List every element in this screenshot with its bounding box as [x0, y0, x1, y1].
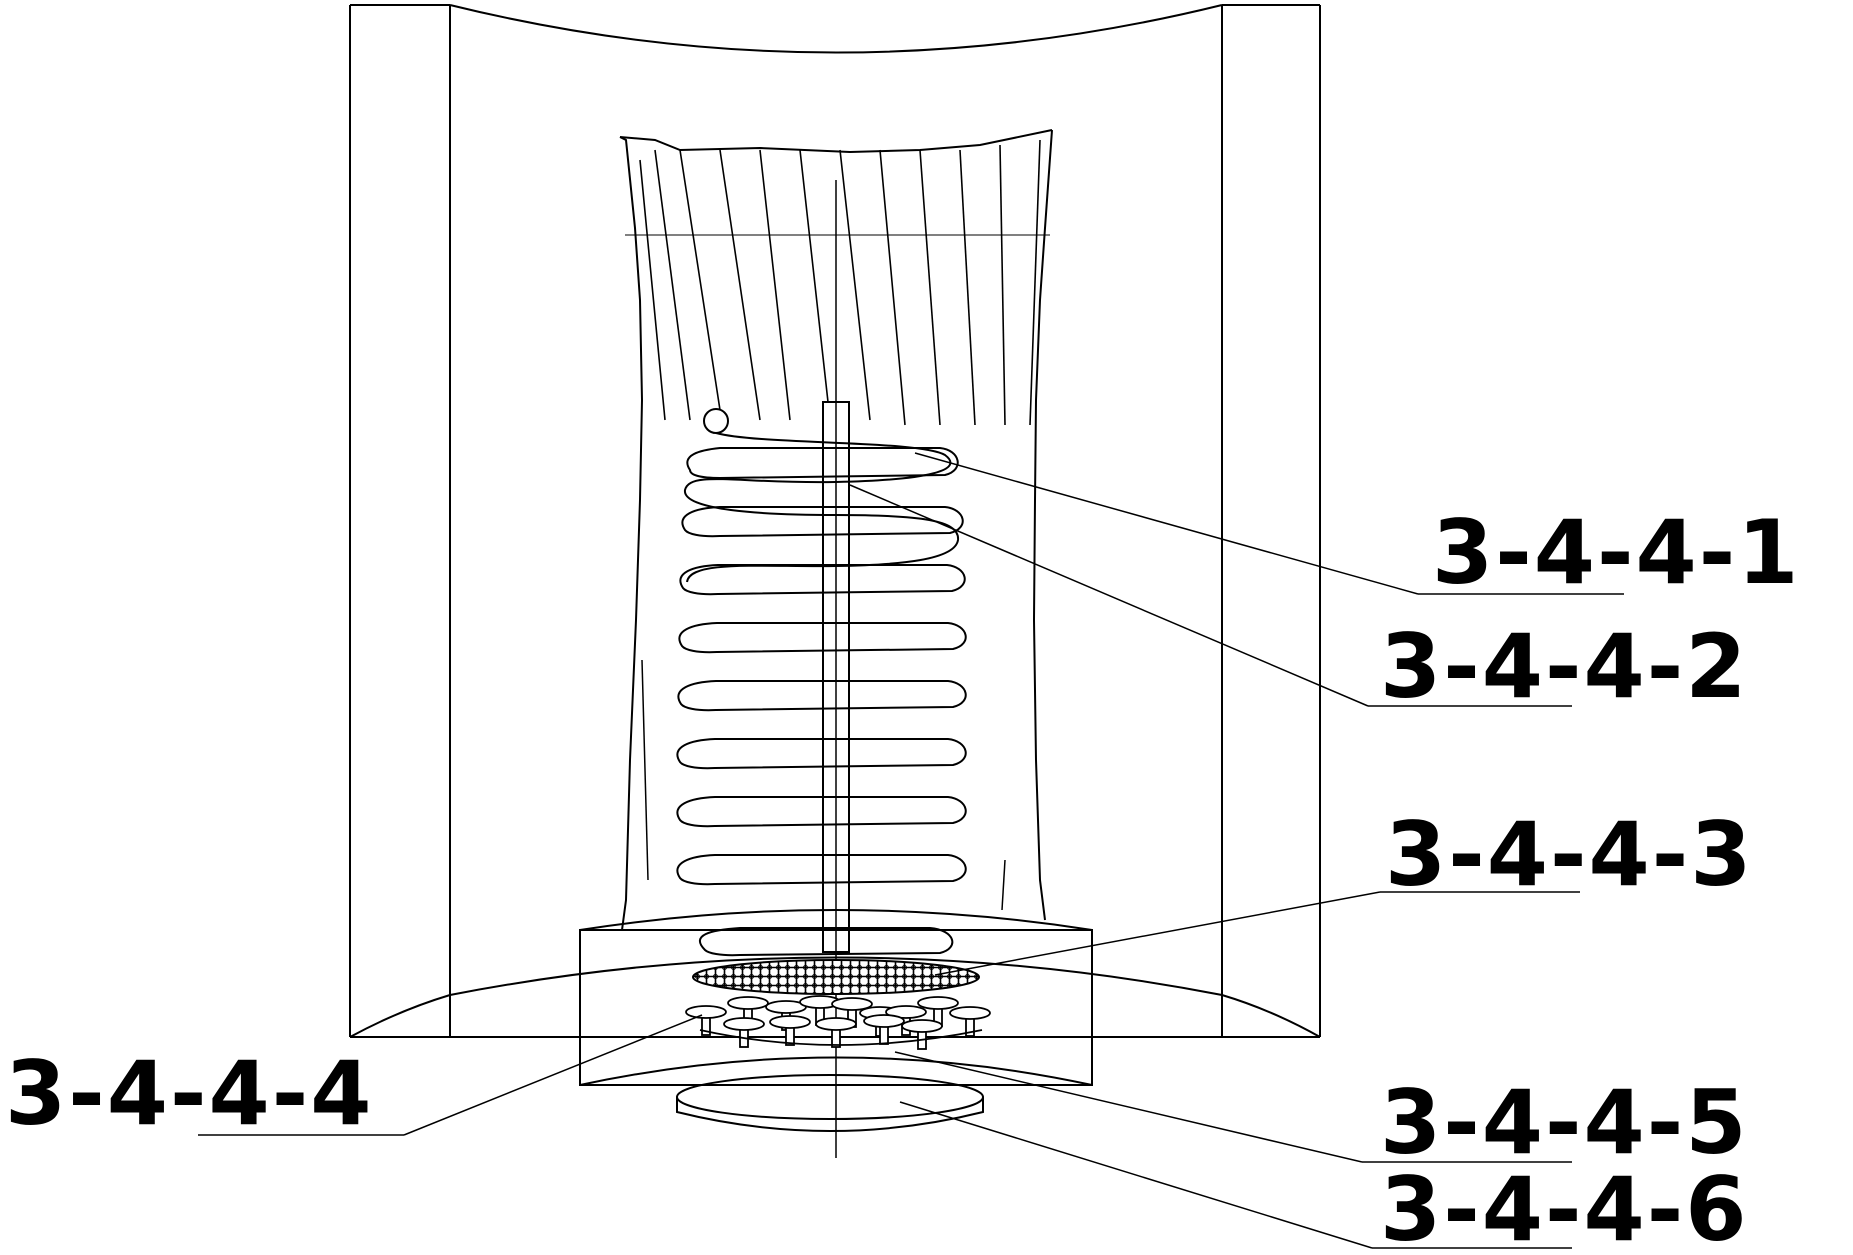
bottom-disc: [676, 1074, 984, 1132]
nozzle-cap: [949, 1006, 991, 1020]
nozzle-cap: [685, 1005, 727, 1019]
nozzle-ring: [699, 1029, 983, 1046]
callout-label-3: 3-4-4-3: [1385, 803, 1754, 906]
nozzle-cap: [917, 996, 959, 1010]
callout-label-4: 3-4-4-4: [5, 1042, 374, 1145]
nozzle-cap: [769, 1015, 811, 1029]
nozzle-cap: [815, 1017, 857, 1031]
filter-cartridge: [619, 129, 1053, 931]
nozzle-cap: [831, 997, 873, 1011]
nozzle-array: [685, 995, 991, 1050]
callout-label-6: 3-4-4-6: [1380, 1158, 1749, 1255]
leader-lines: [198, 452, 1624, 1249]
callout-labels: 3-4-4-1 3-4-4-2 3-4-4-3 3-4-4-4 3-4-4-5 …: [5, 501, 1801, 1255]
callout-label-2: 3-4-4-2: [1380, 615, 1749, 718]
leader-line-3: [934, 891, 1381, 976]
nozzle-cap: [727, 996, 769, 1010]
coil-spring: [676, 408, 967, 957]
outer-housing: [349, 4, 1321, 1038]
mesh-filter-disc: [692, 959, 980, 995]
nozzle-cap: [885, 1005, 927, 1019]
nozzle-stem: [879, 1025, 889, 1045]
leader-line-6: [899, 1101, 1373, 1249]
callout-label-1: 3-4-4-1: [1432, 501, 1801, 604]
leader-line-1: [914, 452, 1419, 595]
nozzle-cap: [723, 1017, 765, 1031]
leader-line-4: [403, 1014, 703, 1136]
nozzle-cap: [901, 1019, 943, 1033]
central-rod: [822, 180, 850, 1158]
leader-line-2: [849, 484, 1369, 707]
nozzle-cap: [863, 1014, 905, 1028]
leader-line-5: [894, 1051, 1363, 1163]
callout-label-5: 3-4-4-5: [1380, 1071, 1749, 1174]
